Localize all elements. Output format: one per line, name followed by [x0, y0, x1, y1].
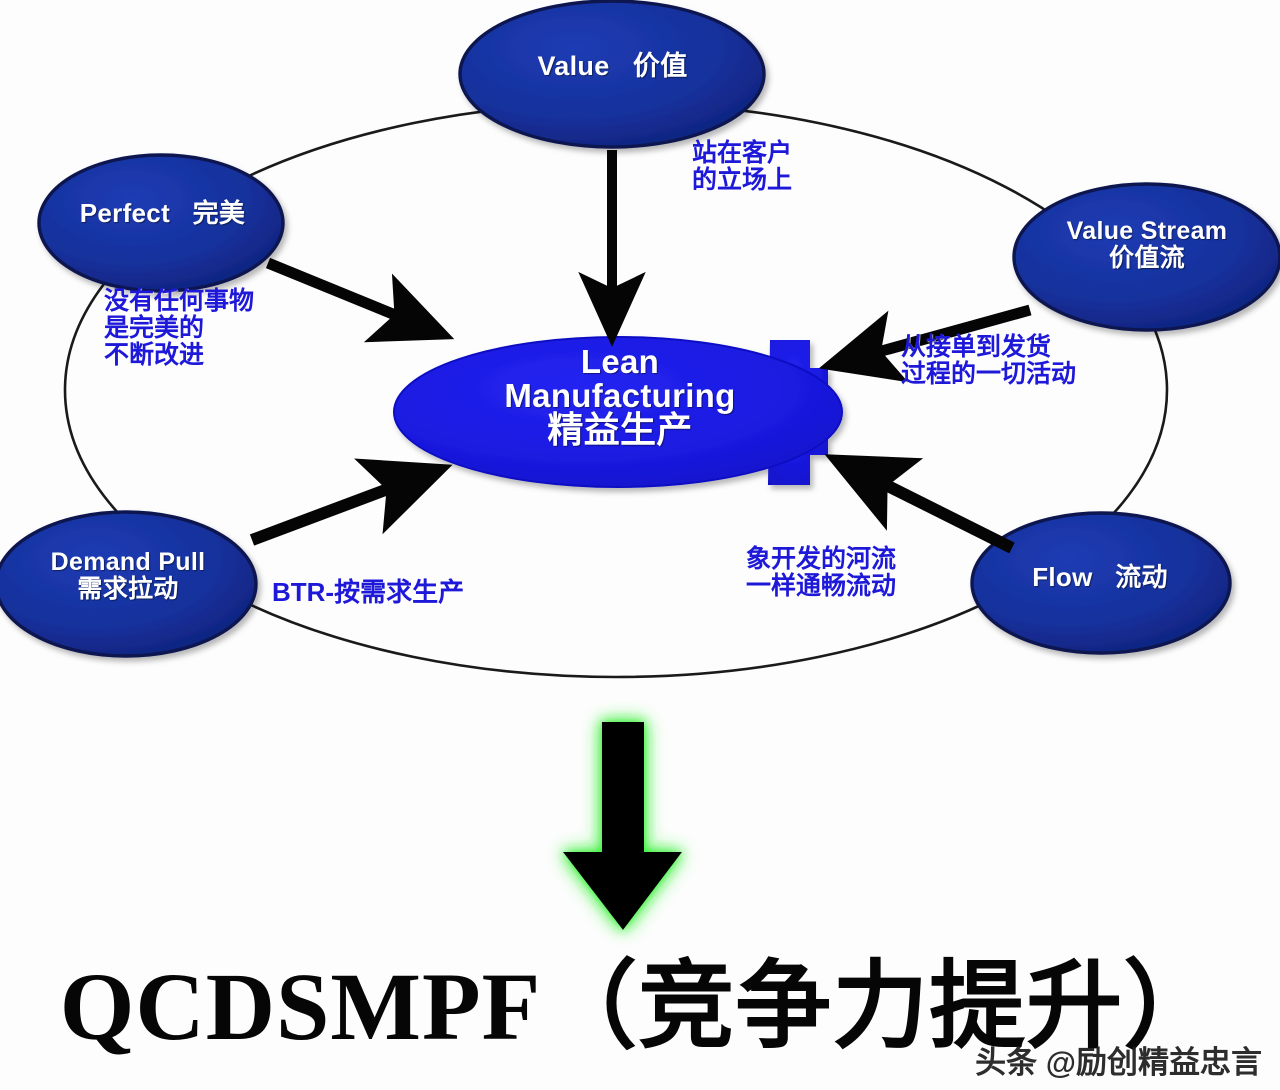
node-value-stream[interactable]	[1012, 182, 1280, 332]
annotation-value-stream: 从接单到发货 过程的一切活动	[901, 334, 1076, 388]
annotation-flow: 象开发的河流 一样通畅流动	[746, 546, 896, 600]
annotation-perfect-line-2: 是完美的	[104, 314, 205, 342]
node-perfect[interactable]	[37, 153, 285, 293]
arrow-perfect-to-center	[265, 257, 455, 343]
node-demand-pull[interactable]	[0, 510, 258, 658]
annotation-demand-pull-line-1: BTR-按需求生产	[272, 577, 465, 607]
annotation-value-stream-line-1: 从接单到发货	[901, 333, 1052, 361]
footer-acronym: QCDSMPF	[59, 953, 542, 1060]
annotation-value-stream-line-2: 过程的一切活动	[901, 360, 1077, 388]
annotation-flow-line-1: 象开发的河流	[746, 545, 897, 573]
arrow-demand-pull-to-center	[249, 458, 453, 546]
annotation-value: 站在客户 的立场上	[692, 140, 792, 194]
node-value[interactable]	[458, 0, 766, 149]
annotation-perfect: 没有任何事物 是完美的 不断改进	[104, 288, 254, 369]
footer-title: QCDSMPF（竞争力提升）	[0, 928, 1280, 1067]
annotation-value-line-1: 站在客户	[692, 139, 793, 167]
annotation-flow-line-2: 一样通畅流动	[746, 572, 897, 600]
annotation-perfect-line-3: 不断改进	[104, 341, 205, 369]
watermark: 头条 @励创精益忠言	[975, 1045, 1262, 1080]
arrow-value-stream-to-center	[818, 304, 1032, 383]
annotation-perfect-line-1: 没有任何事物	[104, 287, 255, 315]
node-flow[interactable]	[970, 511, 1232, 655]
annotation-value-line-2: 的立场上	[692, 166, 793, 194]
arrow-flow-to-center	[824, 454, 1015, 554]
annotation-demand-pull: BTR-按需求生产	[272, 578, 464, 606]
footer-cn: （竞争力提升）	[541, 953, 1221, 1060]
down-arrow-icon	[563, 722, 682, 930]
node-lean-manufacturing[interactable]	[393, 336, 843, 488]
